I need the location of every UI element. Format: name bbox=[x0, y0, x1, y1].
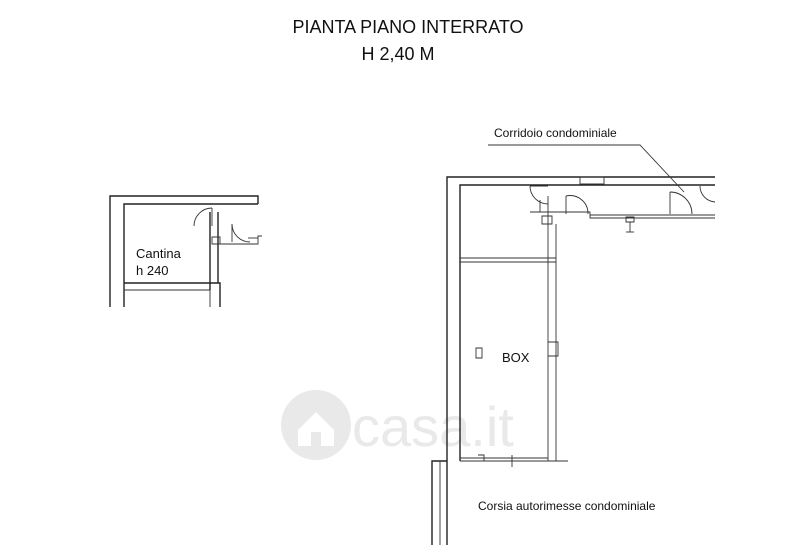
watermark-text: casa.it bbox=[352, 395, 514, 458]
cantina-walls bbox=[109, 195, 262, 307]
corridor-walls bbox=[446, 176, 715, 545]
plan-title: PIANTA PIANO INTERRATO bbox=[292, 17, 523, 37]
aisle-label: Corsia autorimesse condominiale bbox=[478, 499, 656, 513]
plan-height: H 2,40 M bbox=[361, 44, 434, 64]
watermark: casa.it bbox=[281, 390, 514, 460]
cantina-label: Cantina bbox=[136, 246, 182, 261]
corridor-leader-line bbox=[488, 144, 685, 193]
corridor-doors bbox=[529, 185, 716, 215]
corridor-label: Corridoio condominiale bbox=[494, 126, 617, 140]
cantina-height-label: h 240 bbox=[136, 263, 169, 278]
box-label: BOX bbox=[502, 350, 530, 365]
cantina-door bbox=[193, 207, 251, 243]
box-walls bbox=[431, 224, 568, 545]
house-icon bbox=[281, 390, 351, 460]
